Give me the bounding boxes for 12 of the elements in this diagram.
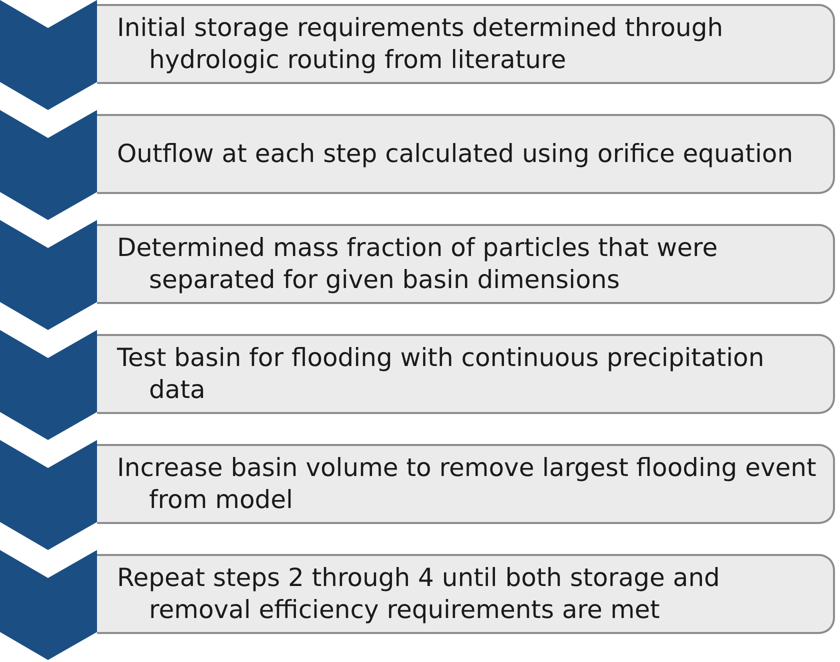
step-text: Increase basin volume to remove largest flooding event from model (116, 452, 818, 516)
step-text: Determined mass fraction of particles that were separated for given basin dimensions (116, 232, 719, 296)
step-text: Outflow at each step calculated using orifice equation (116, 138, 794, 170)
step-box (97, 114, 835, 194)
step-box (97, 334, 835, 414)
step-box (97, 224, 835, 304)
step-box (97, 444, 835, 524)
step-text: Initial storage requirements determined through hydrologic routing from literature (116, 12, 724, 76)
step-box (97, 554, 835, 634)
step-text: Repeat steps 2 through 4 until both storage and removal efficiency requirements are met (116, 562, 721, 626)
step-box (97, 4, 835, 84)
step-text: Test basin for flooding with continuous precipitation data (116, 342, 766, 406)
